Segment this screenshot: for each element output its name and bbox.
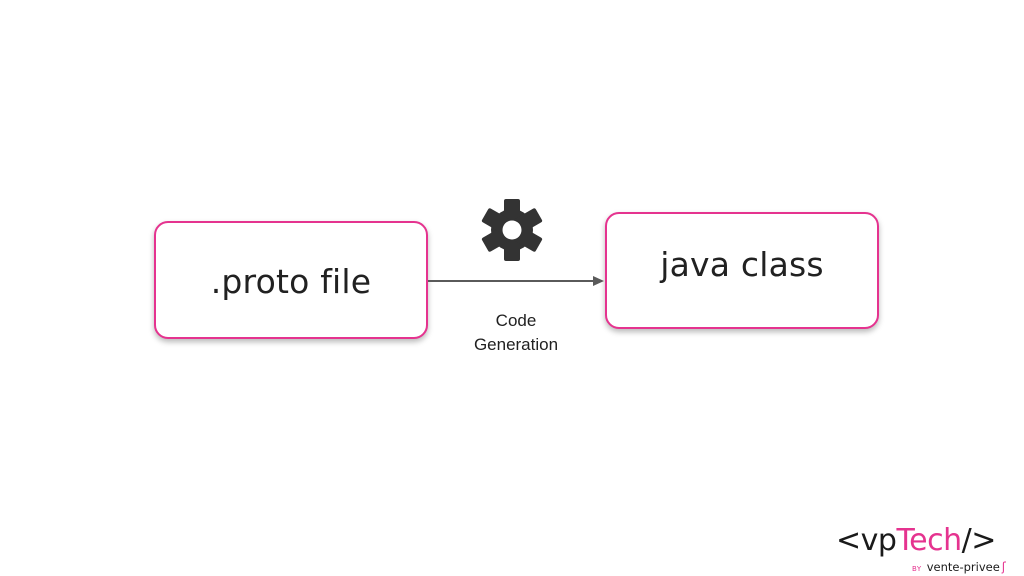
edge-label-line1: Code [495, 311, 537, 330]
code-generation-label: Code Generation [450, 309, 582, 357]
gear-icon [481, 199, 543, 261]
java-class-node: java class [605, 212, 879, 329]
proto-file-label: .proto file [210, 261, 372, 301]
edge-label-line2: Generation [473, 335, 559, 354]
butterfly-icon: ʃ [1001, 560, 1006, 574]
vptech-wordmark: <vpTech/> [836, 523, 996, 558]
proto-file-node: .proto file [154, 221, 428, 339]
java-class-label: java class [660, 245, 824, 284]
